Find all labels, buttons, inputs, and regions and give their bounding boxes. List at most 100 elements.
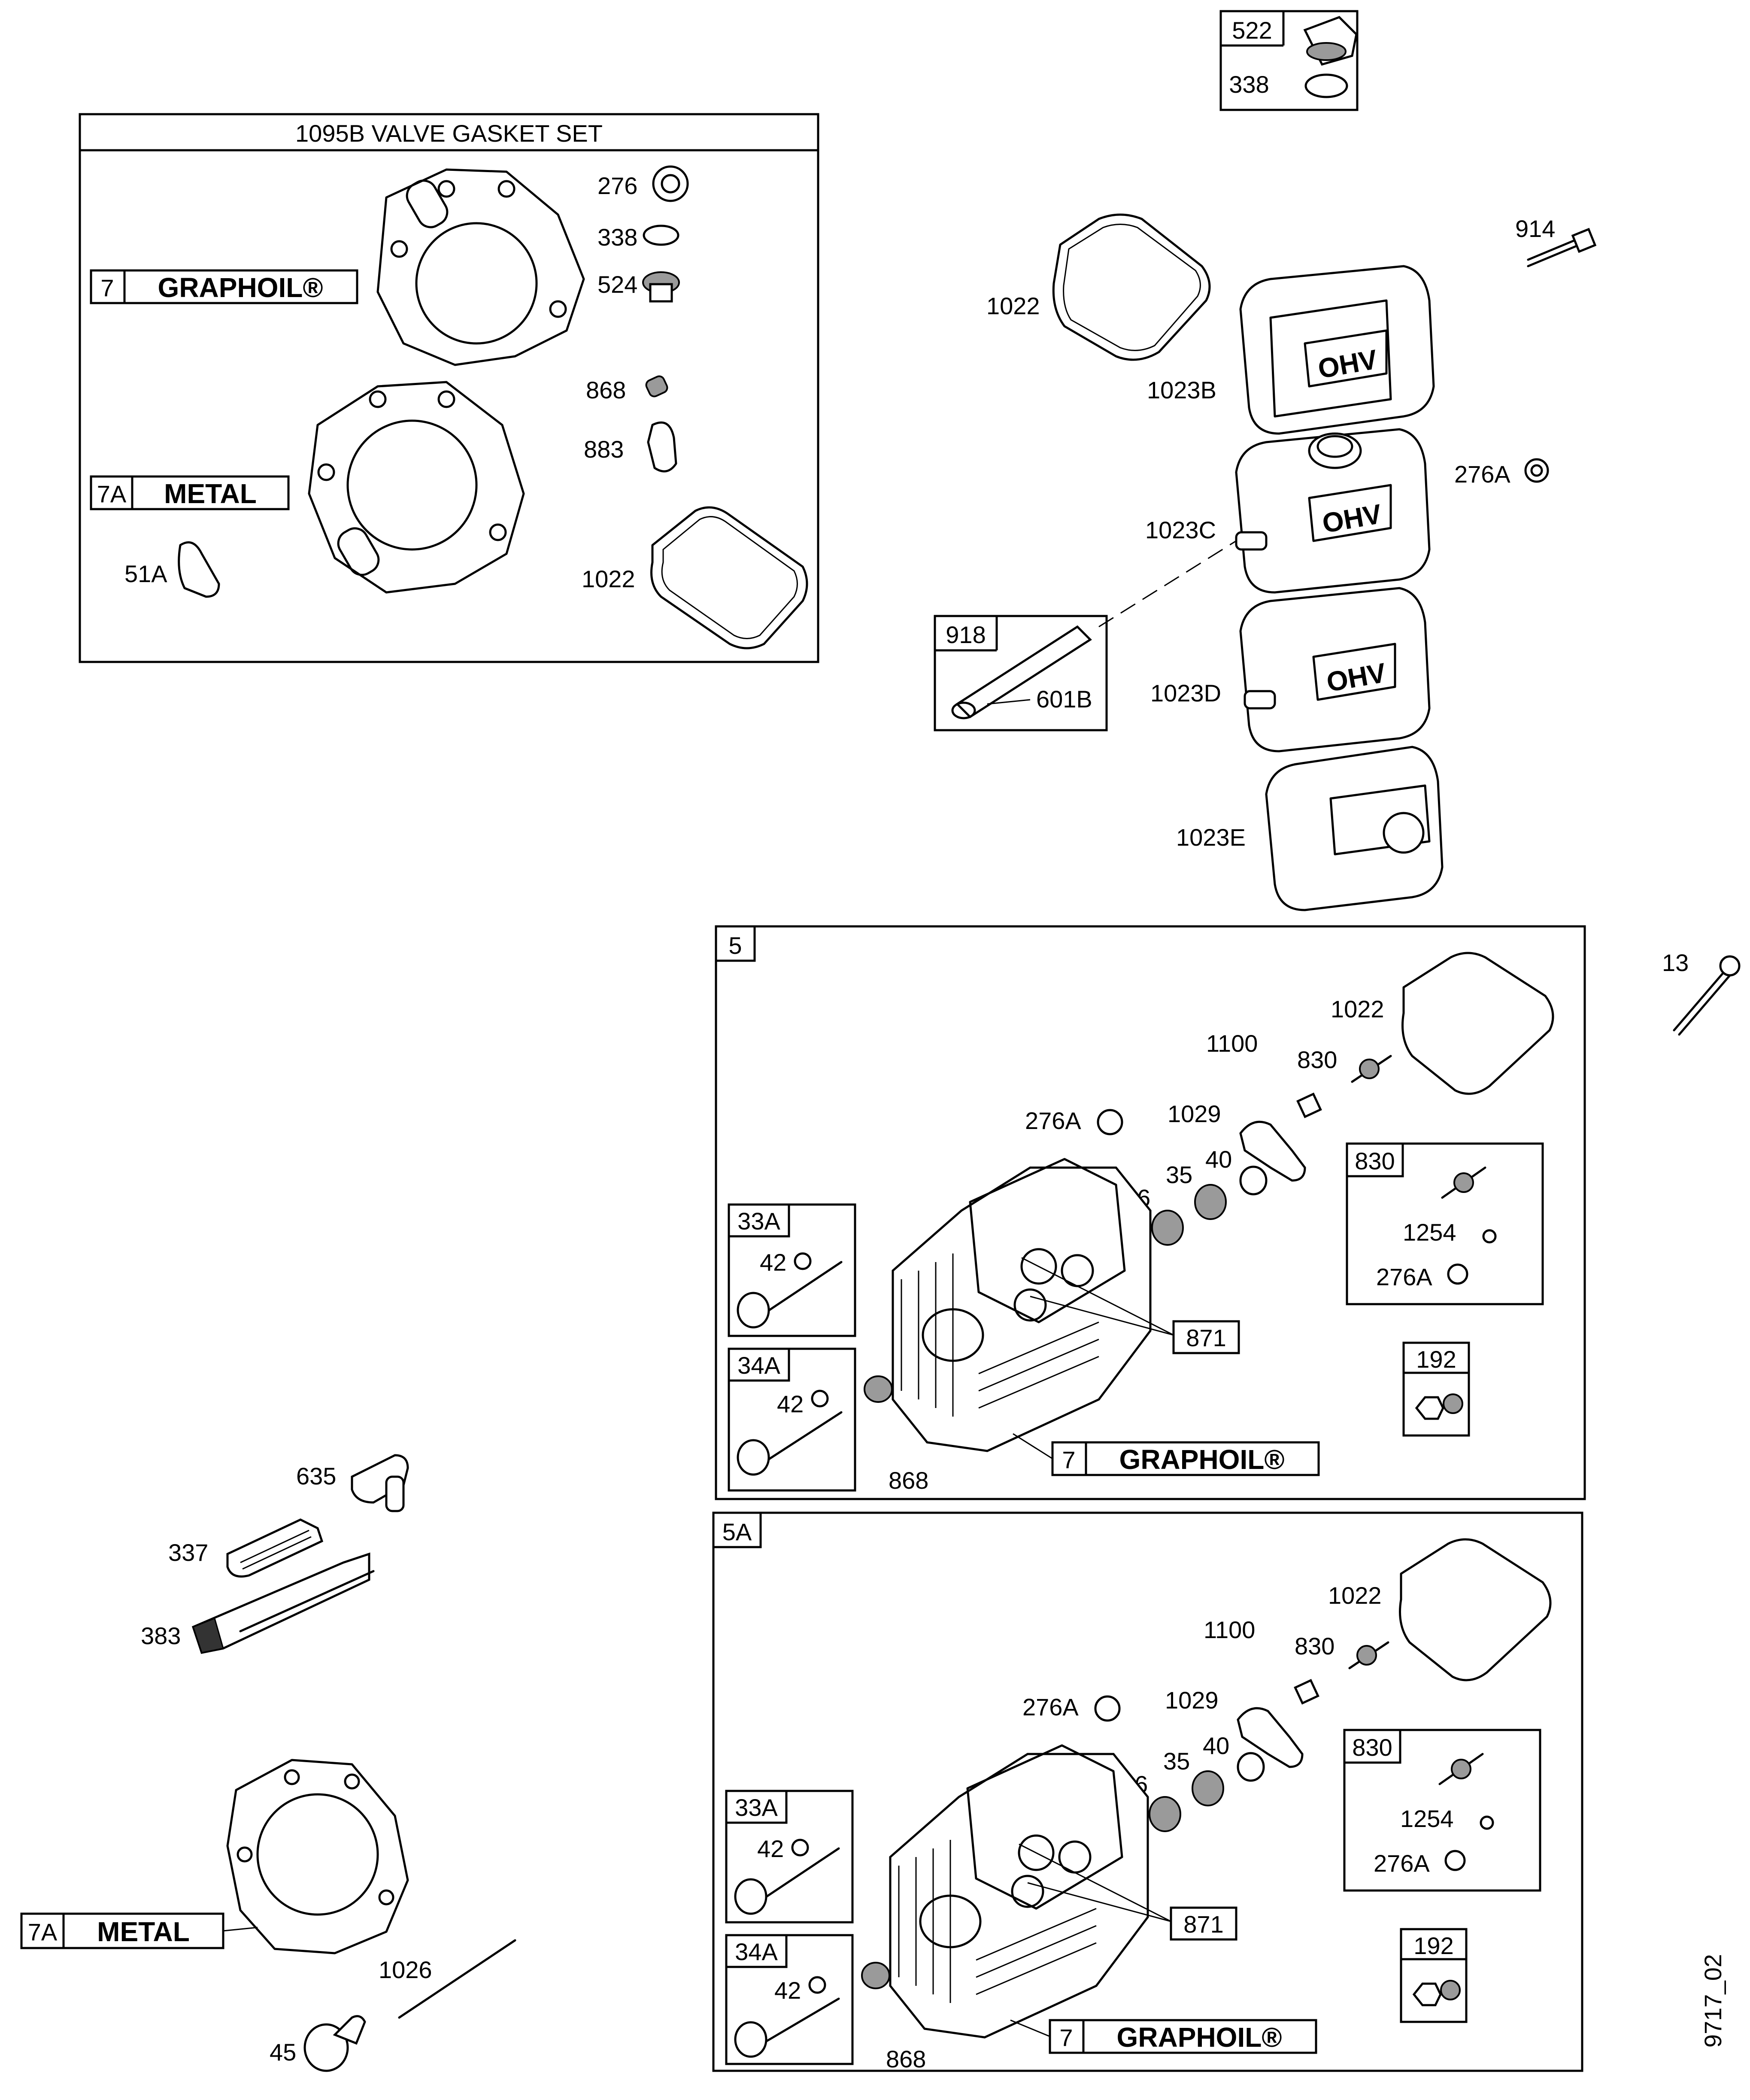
figure-id: 9717_02 (1699, 1954, 1726, 2048)
inner-box-830: 830 1254 276A (1343, 1729, 1541, 1892)
svg-text:1023C: 1023C (1145, 516, 1216, 543)
svg-text:918: 918 (946, 621, 986, 648)
svg-text:383: 383 (141, 1622, 181, 1649)
valve-springs (1151, 1165, 1268, 1246)
metal-label-lower: 7A METAL (20, 1912, 258, 1949)
part-524-seal (642, 271, 680, 303)
svg-text:42: 42 (777, 1390, 804, 1417)
svg-text:1254: 1254 (1403, 1219, 1456, 1246)
svg-text:5: 5 (728, 932, 742, 959)
svg-text:276A: 276A (1374, 1850, 1430, 1877)
svg-text:42: 42 (757, 1835, 784, 1862)
svg-text:871: 871 (1186, 1324, 1226, 1351)
svg-text:1022: 1022 (986, 292, 1040, 319)
head-gasket-metal (308, 381, 525, 594)
svg-text:914: 914 (1515, 215, 1555, 242)
label-871: 871 (1021, 1257, 1240, 1354)
svg-text:276A: 276A (1376, 1263, 1432, 1290)
svg-text:33A: 33A (737, 1208, 780, 1235)
svg-text:1026: 1026 (379, 1956, 432, 1983)
breather-box-918: 918 601B (934, 615, 1108, 731)
part-883-gasket (647, 421, 677, 473)
head-gasket-graphoil (376, 168, 585, 366)
svg-text:GRAPHOIL®: GRAPHOIL® (1119, 1444, 1285, 1475)
svg-text:METAL: METAL (97, 1916, 190, 1947)
svg-text:35: 35 (1166, 1161, 1192, 1188)
svg-text:524: 524 (597, 271, 637, 298)
washer-338-icon (1304, 73, 1348, 98)
seal-868 (864, 1375, 893, 1403)
part-338-washer (643, 225, 679, 246)
inner-box-34a: 34A 42 (728, 1347, 856, 1492)
cylinder-head-assembly-5: 5 1022 1100 830 1029 276A 35 40 36 830 1… (715, 925, 1586, 1500)
svg-text:1022: 1022 (1331, 995, 1384, 1023)
part-1022-cover-gasket (650, 506, 808, 649)
svg-text:1023B: 1023B (1147, 376, 1216, 404)
breather-cap-icon (1303, 16, 1358, 66)
spark-plug-boot-635 (351, 1454, 409, 1512)
head-gasket-metal-lower (226, 1759, 409, 1954)
svg-text:51A: 51A (124, 560, 167, 587)
svg-text:7A: 7A (97, 480, 127, 507)
spark-plug-337 (226, 1518, 324, 1578)
svg-text:1029: 1029 (1168, 1100, 1221, 1127)
metal-label: 7A METAL (90, 475, 290, 510)
breather-leader (1098, 540, 1237, 628)
cylinder-head-assembly-5a: 5A 1022 1100 830 1029 276A 35 40 36 830 … (712, 1511, 1583, 2073)
svg-text:1022: 1022 (1328, 1582, 1382, 1609)
inner-box-33a: 33A 42 (728, 1203, 856, 1337)
svg-text:337: 337 (168, 1539, 208, 1566)
part-868-seal (645, 375, 668, 398)
svg-text:34A: 34A (735, 1938, 778, 1965)
rocker-arm-1029 (1239, 1120, 1306, 1182)
cover-gasket-1022 (1052, 213, 1211, 361)
graphoil-label: 7 GRAPHOIL® (90, 269, 358, 304)
svg-text:METAL: METAL (164, 478, 257, 509)
stud-830 (1348, 1641, 1389, 1669)
nut-276a (1097, 1109, 1123, 1135)
inner-box-830: 830 1254 276A (1346, 1142, 1544, 1305)
cylinder-head (889, 1744, 1149, 2039)
gasket-set-title: 1095B VALVE GASKET SET (295, 120, 603, 147)
box-192: 192 (1402, 1341, 1470, 1437)
svg-text:338: 338 (1229, 71, 1269, 98)
breather-box-522: 522 338 (1219, 10, 1359, 111)
valve-cover-1023c: OHV (1235, 428, 1431, 594)
svg-text:13: 13 (1662, 949, 1689, 976)
svg-text:1023D: 1023D (1150, 680, 1221, 707)
svg-text:7: 7 (100, 274, 114, 301)
graphoil-label: 7 GRAPHOIL® (1013, 1433, 1320, 1476)
bolt-13 (1673, 955, 1741, 1036)
svg-text:GRAPHOIL®: GRAPHOIL® (158, 272, 323, 303)
inner-box-33a: 33A 42 (725, 1790, 854, 1924)
gasket-1022 (1401, 952, 1554, 1095)
svg-text:830: 830 (1355, 1147, 1395, 1174)
svg-text:192: 192 (1416, 1346, 1456, 1373)
gasket-1022 (1399, 1538, 1552, 1681)
svg-text:1100: 1100 (1204, 1616, 1255, 1643)
svg-text:40: 40 (1205, 1146, 1232, 1173)
svg-text:45: 45 (270, 2039, 296, 2066)
svg-text:5A: 5A (722, 1518, 752, 1545)
svg-text:7: 7 (1062, 1446, 1075, 1473)
label-871: 871 (1019, 1843, 1237, 1941)
svg-text:868: 868 (586, 376, 626, 404)
svg-text:1029: 1029 (1165, 1687, 1219, 1714)
pushrod-1026 (398, 1939, 516, 2019)
seal-868 (861, 1962, 890, 1989)
valve-cover-1023e (1265, 746, 1444, 911)
svg-text:33A: 33A (735, 1794, 778, 1821)
box-192: 192 (1400, 1928, 1468, 2023)
svg-text:830: 830 (1295, 1633, 1334, 1660)
lower-left-parts: 7A METAL 1026 45 (20, 1759, 516, 2072)
svg-text:338: 338 (597, 224, 637, 251)
svg-text:635: 635 (296, 1463, 336, 1490)
svg-text:1254: 1254 (1400, 1805, 1454, 1832)
cylinder-head (892, 1158, 1152, 1452)
spark-plug-wrench-383 (191, 1552, 375, 1654)
part-51a-gasket (178, 541, 220, 598)
svg-text:192: 192 (1413, 1932, 1453, 1959)
svg-text:42: 42 (760, 1249, 786, 1276)
graphoil-label: 7 GRAPHOIL® (1010, 2019, 1317, 2054)
nut-1100 (1296, 1092, 1322, 1118)
